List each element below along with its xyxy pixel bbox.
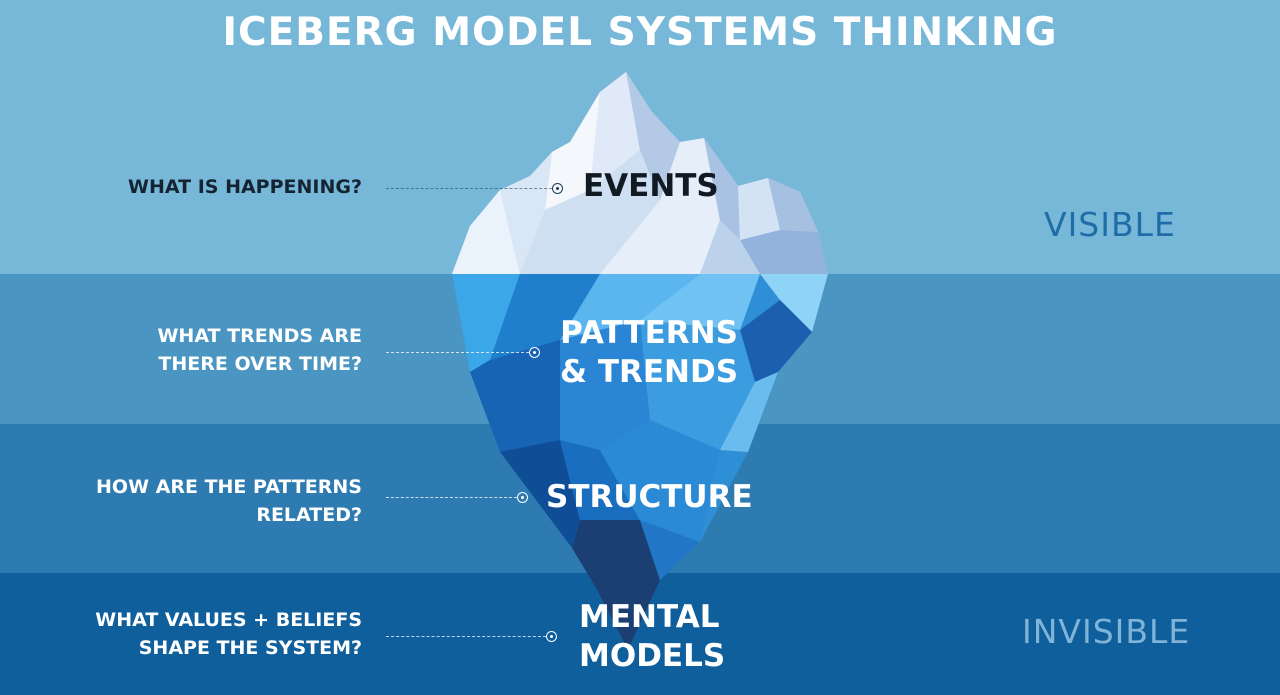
marker-events — [552, 183, 563, 194]
question-patterns: WHAT TRENDS ARE THERE OVER TIME? — [157, 325, 362, 375]
layer-label-mental-models: MENTAL MODELS — [579, 599, 726, 674]
invisible-label: INVISIBLE — [1022, 612, 1191, 651]
layer-label-events: EVENTS — [583, 168, 719, 204]
question-structure: HOW ARE THE PATTERNS RELATED? — [96, 476, 362, 526]
marker-patterns — [529, 347, 540, 358]
layer-label-structure: STRUCTURE — [546, 479, 753, 515]
iceberg-above-water — [452, 72, 828, 274]
diagram-title: ICEBERG MODEL SYSTEMS THINKING — [222, 10, 1058, 55]
connector-structure — [386, 497, 517, 498]
layer-label-patterns: PATTERNS & TRENDS — [560, 315, 739, 390]
marker-structure — [517, 492, 528, 503]
iceberg-underwater — [452, 274, 828, 650]
question-mental-models: WHAT VALUES + BELIEFS SHAPE THE SYSTEM? — [95, 609, 362, 659]
visible-label: VISIBLE — [1044, 205, 1176, 244]
marker-mental-models — [546, 631, 557, 642]
connector-events — [386, 188, 552, 189]
question-events: WHAT IS HAPPENING? — [128, 176, 362, 198]
connector-patterns — [386, 352, 529, 353]
connector-mental-models — [386, 636, 546, 637]
